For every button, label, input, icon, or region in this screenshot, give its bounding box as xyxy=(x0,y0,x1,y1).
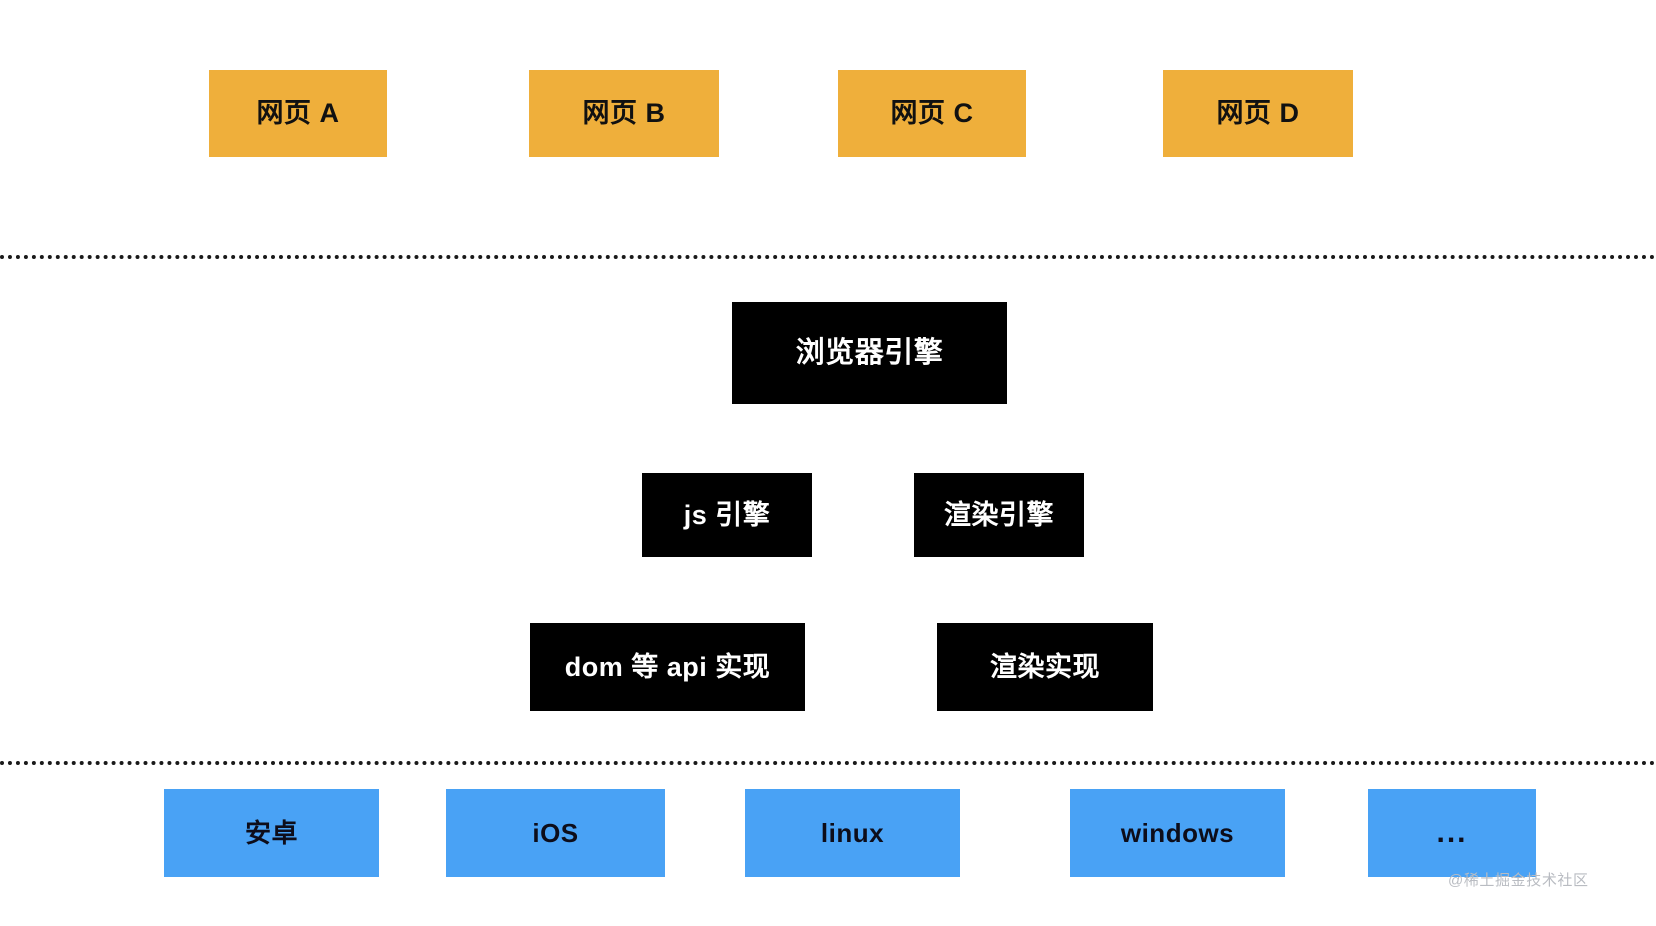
divider-pages-engine xyxy=(0,255,1656,259)
web-page-box-a[interactable]: 网页 A xyxy=(209,70,387,157)
browser-engine-box[interactable]: 浏览器引擎 xyxy=(732,302,1007,404)
os-box-windows[interactable]: windows xyxy=(1070,789,1285,877)
render-engine-box[interactable]: 渲染引擎 xyxy=(914,473,1084,557)
divider-engine-os xyxy=(0,761,1656,765)
web-page-box-c[interactable]: 网页 C xyxy=(838,70,1026,157)
os-box-ios[interactable]: iOS xyxy=(446,789,665,877)
os-box-linux[interactable]: linux xyxy=(745,789,960,877)
os-box-android[interactable]: 安卓 xyxy=(164,789,379,877)
web-page-box-b[interactable]: 网页 B xyxy=(529,70,719,157)
render-impl-box[interactable]: 渲染实现 xyxy=(937,623,1153,711)
web-page-box-d[interactable]: 网页 D xyxy=(1163,70,1353,157)
watermark: @稀土掘金技术社区 xyxy=(1448,872,1589,889)
js-engine-box[interactable]: js 引擎 xyxy=(642,473,812,557)
dom-api-impl-box[interactable]: dom 等 api 实现 xyxy=(530,623,805,711)
os-box-more[interactable]: ... xyxy=(1368,789,1536,877)
